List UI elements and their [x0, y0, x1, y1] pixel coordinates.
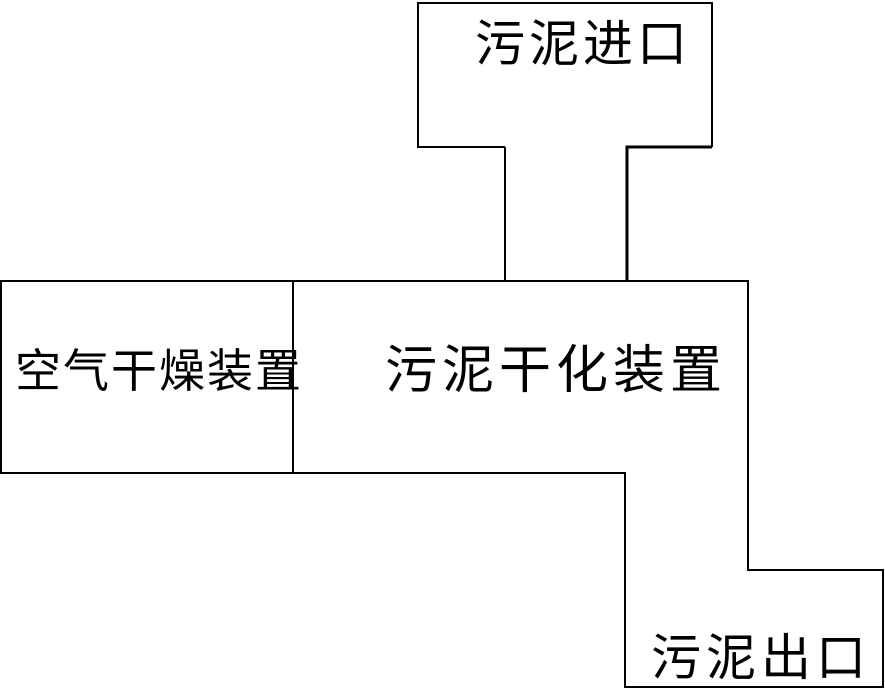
- main-body-outline: [0, 280, 884, 688]
- inlet-label: 污泥进口: [475, 16, 691, 72]
- air-dryer-label: 空气干燥装置: [15, 346, 303, 397]
- dryer-label: 污泥干化装置: [385, 343, 727, 400]
- inlet-right-duct-line: [625, 145, 712, 281]
- outlet-label: 污泥出口: [651, 630, 871, 686]
- inlet-box-outline: [417, 2, 713, 148]
